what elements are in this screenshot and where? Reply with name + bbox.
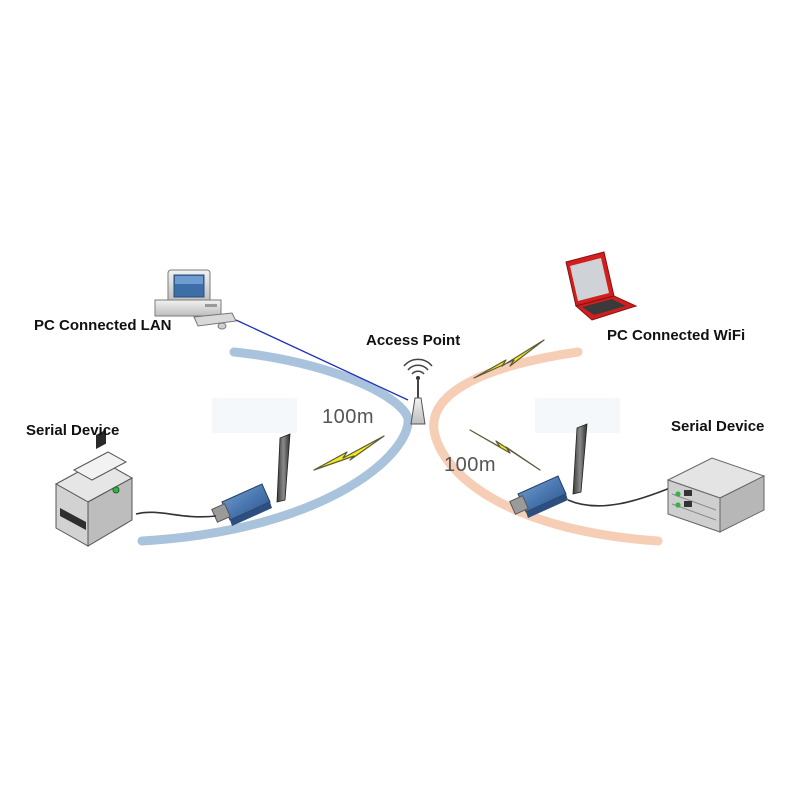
- desktop-pc-icon: [154, 269, 237, 330]
- laptop-icon: [565, 251, 638, 321]
- server-rack-icon: [666, 457, 766, 533]
- printer-icon: [54, 429, 134, 547]
- ghost-reflection-right: [535, 398, 620, 433]
- serial-wifi-adapter-icon: [509, 423, 671, 518]
- left-coverage-arc: [137, 347, 413, 546]
- label-pc-connected-lan: PC Connected LAN: [34, 317, 172, 334]
- ghost-reflection-left: [212, 398, 297, 433]
- access-point-icon: [403, 358, 433, 425]
- label-serial-device-left: Serial Device: [26, 422, 120, 439]
- lightning-icon: [473, 339, 545, 379]
- serial-wifi-adapter-icon: [135, 433, 291, 526]
- distance-label-right: 100m: [444, 454, 497, 476]
- lightning-icon: [469, 429, 541, 471]
- lan-cable: [235, 319, 409, 401]
- label-serial-device-right: Serial Device: [671, 418, 765, 435]
- distance-label-left: 100m: [322, 406, 375, 428]
- right-coverage-arc: [429, 347, 663, 546]
- lightning-icon: [313, 435, 385, 471]
- label-pc-connected-wifi: PC Connected WiFi: [607, 327, 746, 344]
- label-access-point: Access Point: [366, 332, 461, 349]
